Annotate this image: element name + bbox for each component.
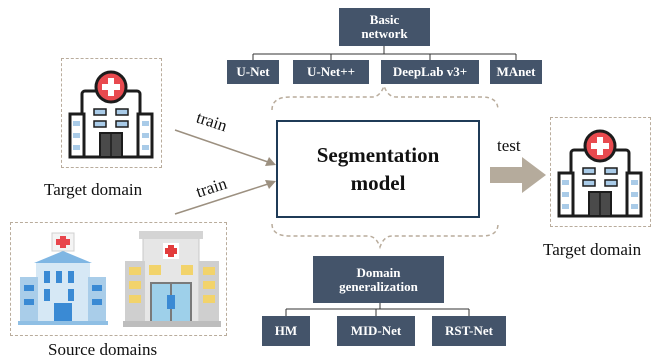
test-label: test <box>497 136 521 155</box>
basic-network-title-2: network <box>361 26 408 41</box>
target-domain-left-frame <box>61 58 162 168</box>
source-domains-frame <box>10 222 227 336</box>
hospital-icon <box>18 232 108 325</box>
hospital-icon <box>557 129 643 218</box>
target-domain-right-label: Target domain <box>543 240 642 259</box>
rst-net-box: RST-Net <box>432 316 506 346</box>
hospital-icon <box>123 231 221 327</box>
source-domains-label: Source domains <box>48 340 158 359</box>
deeplab-box: DeepLab v3+ <box>381 60 479 84</box>
target-domain-right-frame <box>550 117 651 227</box>
segmentation-model-box: Segmentation model <box>276 120 480 218</box>
unet-box: U-Net <box>227 60 279 84</box>
basic-network-title-1: Basic <box>369 12 400 27</box>
manet-box: MAnet <box>490 60 542 84</box>
model-title: model <box>350 171 406 195</box>
test-arrow <box>490 157 546 193</box>
target-domain-left-label: Target domain <box>44 180 143 199</box>
dg-title-2: generalization <box>339 278 418 294</box>
bottom-bracket <box>271 223 499 250</box>
top-bracket <box>271 83 499 111</box>
dg-title-1: Domain <box>356 264 401 280</box>
hm-box: HM <box>262 316 310 346</box>
hospital-icon <box>68 70 154 159</box>
mid-net-box: MID-Net <box>337 316 415 346</box>
unetpp-box: U-Net++ <box>293 60 369 84</box>
segmentation-title: Segmentation <box>316 143 440 167</box>
